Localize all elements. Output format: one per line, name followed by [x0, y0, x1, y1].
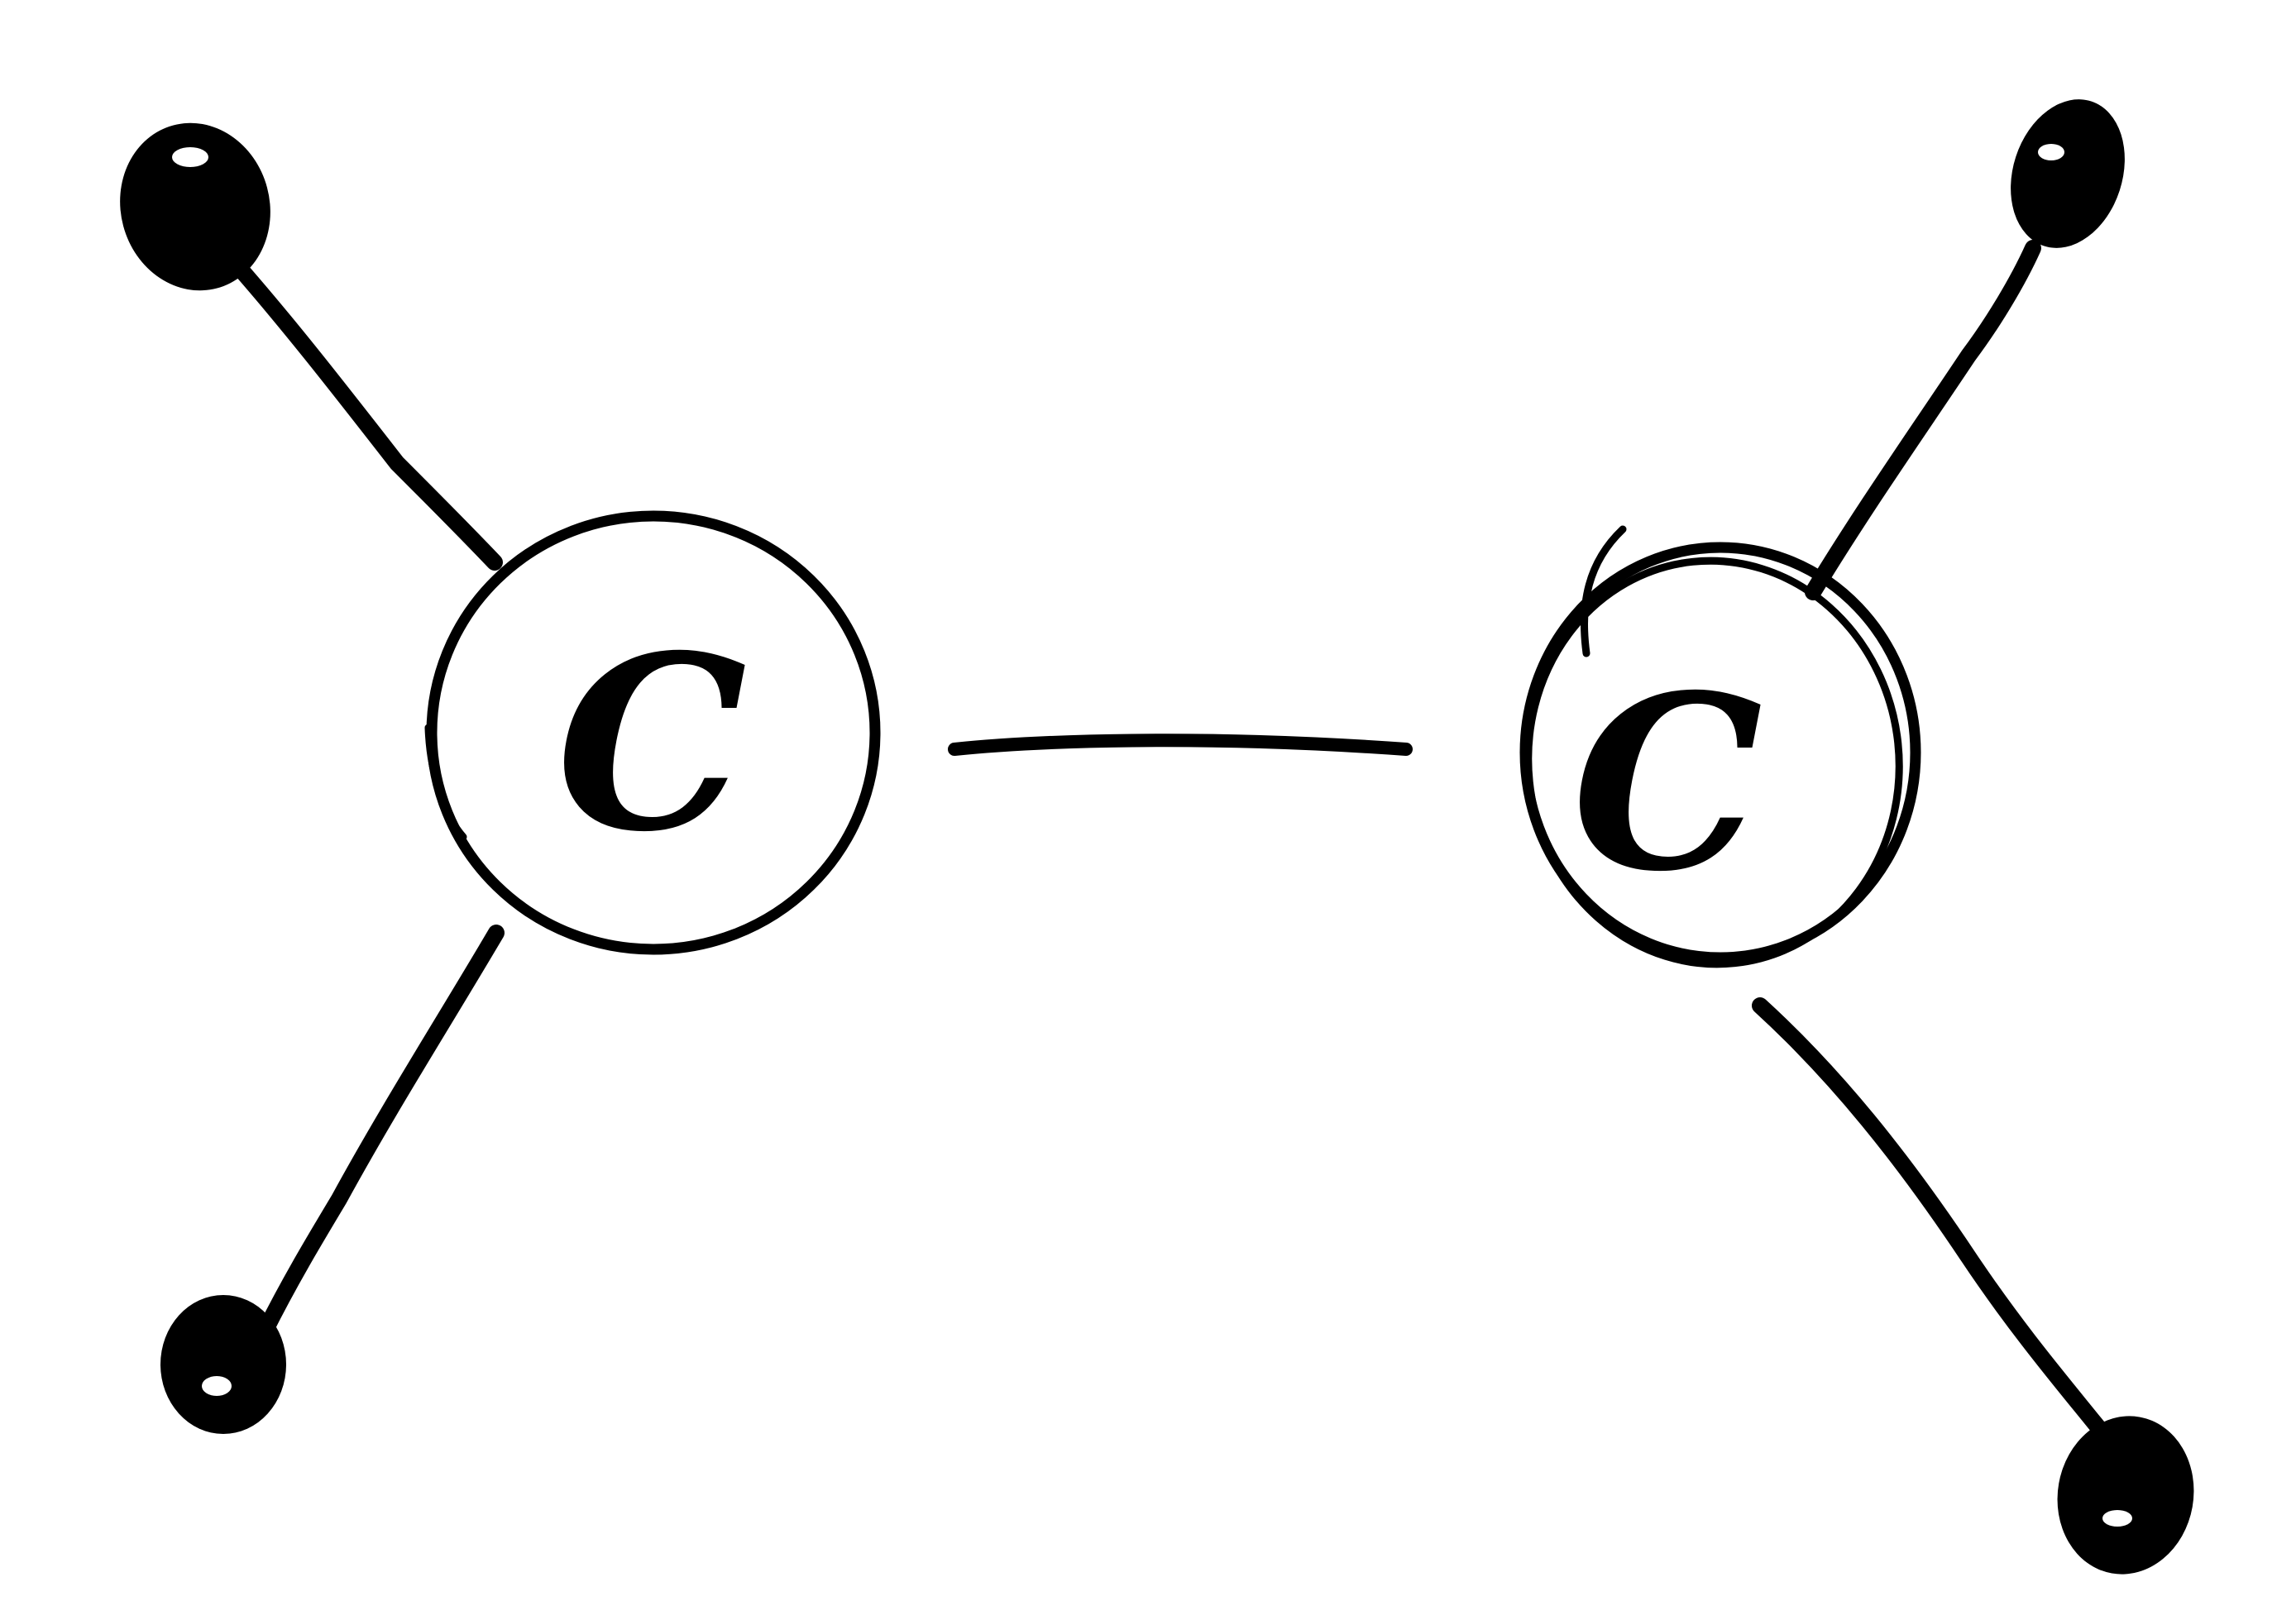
bond-upper-right: [1805, 240, 2041, 600]
carbon-atom-right: C: [1519, 525, 1921, 968]
atom-label-left: C: [557, 604, 748, 885]
carbon-carbon-bond: [948, 734, 1413, 756]
hydrogen-atom-lower-right: [2057, 1416, 2194, 1575]
hydrogen-atom-upper-right: [2011, 99, 2125, 248]
carbon-atom-left: C: [424, 510, 881, 955]
bond-upper-left: [215, 241, 503, 571]
hydrogen-atom-upper-left: [120, 122, 270, 291]
bond-lower-left: [256, 925, 505, 1340]
bond-lower-right: [1752, 997, 2109, 1439]
atom-label-right: C: [1572, 643, 1763, 925]
hydrogen-atom-lower-left: [160, 1295, 286, 1434]
